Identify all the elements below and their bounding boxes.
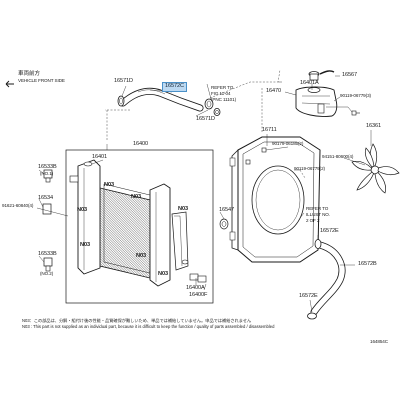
support-16534 [42,203,52,215]
n03-label-5: N03 [80,242,90,248]
ref-top-line2: FIG 11-04 [211,91,231,96]
label-16400: 16400 [133,141,149,147]
ref-illust-line1: REFER TO [306,206,329,211]
reservoir-cap-16401A [308,70,335,81]
n03-label-7: N03 [158,271,168,277]
hose-clamp-lower-bottom [307,312,317,320]
label-90179: 90179-06185(2) [272,141,304,146]
note-n03-en: N03 : This part is not supplied as an in… [22,324,275,329]
label-16533B-lower: 16533B [38,251,57,257]
reservoir-tank [295,86,338,117]
hose-clamp-lower-top [314,239,322,249]
front-label-jp: 車両前方 [18,71,40,77]
cooling-fan-16361 [351,143,400,194]
label-94151: 94151-80600(4) [322,154,354,159]
bracket-16400F [197,275,207,283]
ref-illust-line3: 2 OF 2 [306,218,320,223]
label-90119-reservoir: 90119-06779(3) [340,93,371,98]
diagram-code: 164854C [370,339,388,344]
label-16567: 16567 [342,72,358,78]
ref-top-line1: REFER TO [211,85,234,90]
note-n03-jp: N03：この部品は、分解・組付け後の性能・品質確保が難しいため、単品では補給して… [22,318,252,323]
label-16572E-top: 16572E [320,228,339,234]
n03-label-1: N03 [104,182,114,188]
drain-cock-16547 [219,218,229,230]
leader-lines-upper [105,69,282,140]
radiator-assembly-box [65,149,214,304]
label-16533B-upper: 16533B [38,164,57,170]
label-16572C-highlighted: 16572C [162,82,187,92]
bolt-90119-reservoir-icon [351,110,360,116]
label-16400A: 16400A [186,285,205,291]
leader-lines-shroud [265,134,306,219]
label-16571D-top: 16571D [114,78,133,84]
label-16711: 16711 [262,127,277,133]
label-16572B: 16572B [358,261,377,267]
label-16533B-lower-sub: (NO.2) [40,271,54,276]
support-16533B-lower [43,257,53,272]
label-16401: 16401 [92,154,108,160]
label-16547: 16547 [219,207,235,213]
label-90119-shroud: 90119-06779(2) [294,166,325,171]
leader-lines-fan [343,130,372,166]
front-label-en: VEHICLE FRONT SIDE [18,78,65,83]
ref-top-line3: (PNC 11101) [211,97,237,102]
ref-illust-line2: ILLUST NO. [306,212,330,217]
label-16534: 16534 [38,195,54,201]
lower-radiator-hose [310,241,346,316]
fan-shroud-16711 [229,136,321,263]
upper-radiator-hose [119,87,204,112]
label-16572E-bottom: 16572E [299,293,318,299]
label-16470: 16470 [266,88,282,94]
label-16571D-bottom: 16571D [196,116,215,122]
label-16361: 16361 [366,123,382,129]
n03-label-2: N03 [77,207,87,213]
hose-clamp-upper-left [117,95,125,107]
hose-clamp-upper-right [204,98,221,117]
leader-lines-radiator [36,144,225,291]
vehicle-front-arrow-icon [5,80,14,88]
label-16400F: 16400F [189,292,208,298]
label-16401A: 16401A [300,80,319,86]
n03-label-3: N03 [131,194,141,200]
n03-label-4: N03 [178,206,188,212]
leader-lines-lower [309,235,355,313]
label-91621: 91621-60840(4) [2,203,34,208]
radiator-core-16400 [69,159,199,287]
n03-label-6: N03 [136,253,146,259]
label-16533B-upper-sub: (NO.1) [40,171,54,176]
